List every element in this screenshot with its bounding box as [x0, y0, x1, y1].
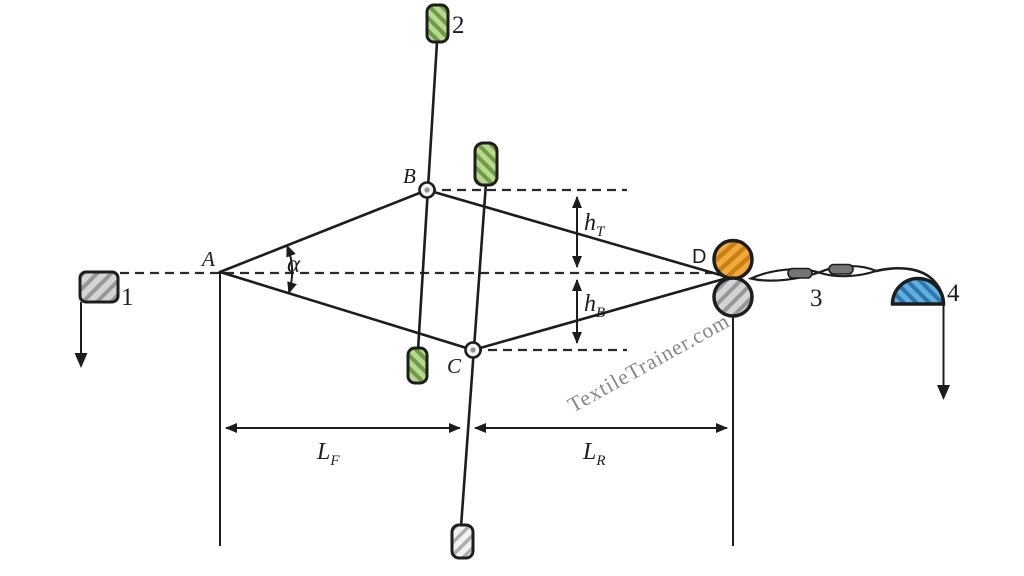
shed-line-a-c [218, 270, 475, 352]
alpha-angle-arc [286, 244, 297, 295]
shaft-block-top [425, 3, 450, 44]
point-b-dot [424, 187, 430, 193]
label-lf: LF [316, 439, 340, 469]
bottom-roller [712, 276, 754, 318]
temple-pill-right [828, 263, 854, 275]
label-1: 1 [121, 284, 134, 311]
label-4: 4 [947, 280, 960, 307]
label-point-d: D [692, 246, 706, 268]
label-point-a: A [200, 247, 215, 271]
shed-line-c-d [471, 276, 731, 352]
label-lr: LR [582, 439, 606, 469]
top-roller [712, 238, 754, 281]
cloth-path-over-dome [874, 266, 945, 306]
watermark-text: TextileTrainer.com [564, 309, 734, 418]
label-3: 3 [810, 285, 823, 312]
label-2: 2 [452, 12, 465, 39]
label-point-c: C [447, 354, 462, 378]
temple-pill-left [787, 267, 813, 279]
label-alpha: α [287, 251, 301, 278]
label-point-b: B [403, 164, 416, 188]
back-rest-block [78, 270, 120, 304]
shaft-block-lower [406, 346, 429, 385]
shaft-block-bottom [450, 523, 475, 560]
label-ht: hT [584, 210, 606, 240]
point-c-dot [470, 347, 476, 353]
shaft-block-mid [473, 141, 499, 187]
label-hb: hB [584, 291, 605, 321]
shed-line-a-b [218, 188, 429, 274]
